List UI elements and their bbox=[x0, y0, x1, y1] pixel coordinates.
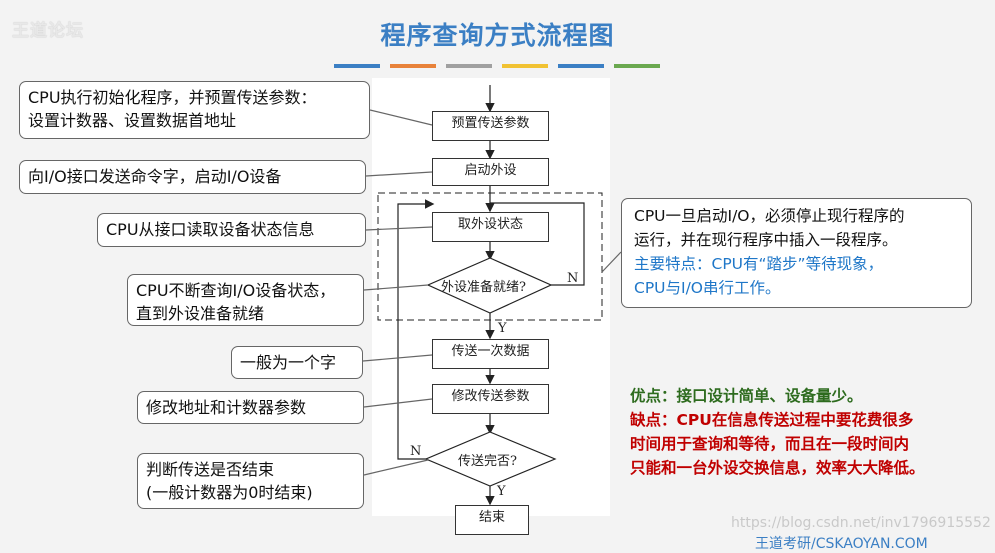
watermark: https://blog.csdn.net/inv1796915552 bbox=[731, 515, 991, 531]
cons-line1: 缺点：CPU在信息传送过程中要花费很多 bbox=[630, 408, 925, 432]
pros-text: 优点：接口设计简单、设备量少。 bbox=[630, 387, 863, 405]
decision-done-label: 传送完否? bbox=[458, 454, 517, 469]
label-n2: N bbox=[410, 444, 422, 459]
box-preset: 预置传送参数 bbox=[432, 111, 549, 141]
callout-init-line2: 设置计数器、设置数据首地址 bbox=[28, 111, 237, 130]
callout-done-line1: 判断传送是否结束 bbox=[146, 460, 275, 479]
cons-label: 缺点： bbox=[630, 411, 677, 429]
box-start-label: 启动外设 bbox=[464, 163, 517, 178]
callout-read-status: CPU从接口读取设备状态信息 bbox=[97, 213, 366, 247]
box-modify-label: 修改传送参数 bbox=[451, 389, 530, 404]
polling-group bbox=[377, 192, 603, 321]
callout-init: CPU执行初始化程序，并预置传送参数： 设置计数器、设置数据首地址 bbox=[19, 81, 370, 139]
connector bbox=[365, 226, 433, 231]
box-preset-label: 预置传送参数 bbox=[451, 116, 530, 131]
color-bar bbox=[446, 64, 492, 68]
callout-init-line1: CPU执行初始化程序，并预置传送参数： bbox=[28, 88, 317, 107]
callout-right-line4: CPU与I/O串行工作。 bbox=[634, 279, 781, 297]
box-modify: 修改传送参数 bbox=[432, 384, 549, 414]
color-bar bbox=[390, 64, 436, 68]
cons-block: 缺点：CPU在信息传送过程中要花费很多 时间用于查询和等待，而且在一段时间内 只… bbox=[630, 408, 925, 480]
decision-ready-label: 外设准备就绪? bbox=[441, 280, 526, 295]
callout-done: 判断传送是否结束 (一般计数器为0时结束) bbox=[137, 453, 364, 509]
box-read-label: 取外设状态 bbox=[457, 217, 523, 232]
cons-line2: 时间用于查询和等待，而且在一段时间内 bbox=[630, 435, 910, 453]
callout-word: 一般为一个字 bbox=[231, 346, 363, 379]
box-end: 结束 bbox=[455, 505, 529, 535]
loop-line-n1 bbox=[490, 202, 585, 286]
color-bar bbox=[558, 64, 604, 68]
callout-right-line1: CPU一旦启动I/O，必须停止现行程序的 bbox=[634, 207, 905, 225]
cons-line3: 只能和一台外设交换信息，效率大大降低。 bbox=[630, 459, 925, 477]
box-transfer-label: 传送一次数据 bbox=[451, 344, 530, 359]
connector bbox=[363, 284, 429, 291]
callout-start-io-text: 向I/O接口发送命令字，启动I/O设备 bbox=[28, 167, 282, 186]
connector bbox=[365, 171, 433, 177]
box-transfer: 传送一次数据 bbox=[432, 339, 549, 369]
callout-modify: 修改地址和计数器参数 bbox=[137, 391, 364, 424]
callout-polling-line2: 直到外设准备就绪 bbox=[136, 304, 265, 323]
callout-right-line2: 运行，并在现行程序中插入一段程序。 bbox=[634, 231, 898, 249]
callout-modify-text: 修改地址和计数器参数 bbox=[146, 398, 307, 417]
callout-word-text: 一般为一个字 bbox=[240, 353, 337, 372]
connector bbox=[363, 459, 429, 476]
callout-right-line3: 主要特点：CPU有“踏步”等待现象， bbox=[634, 255, 884, 273]
label-y1: Y bbox=[498, 321, 507, 336]
page-title: 程序查询方式流程图 bbox=[380, 21, 615, 50]
decision-done bbox=[424, 431, 557, 487]
loop-line-n2 bbox=[397, 199, 435, 460]
callout-read-status-text: CPU从接口读取设备状态信息 bbox=[106, 220, 315, 239]
box-end-label: 结束 bbox=[478, 510, 505, 525]
connector bbox=[363, 398, 433, 408]
label-y2: Y bbox=[497, 484, 506, 499]
connector bbox=[362, 354, 433, 362]
box-start: 启动外设 bbox=[432, 158, 549, 186]
box-read: 取外设状态 bbox=[432, 212, 549, 242]
color-bar bbox=[334, 64, 380, 68]
callout-start-io: 向I/O接口发送命令字，启动I/O设备 bbox=[19, 160, 366, 194]
callout-right: CPU一旦启动I/O，必须停止现行程序的 运行，并在现行程序中插入一段程序。 主… bbox=[621, 198, 972, 308]
cons-text1: CPU在信息传送过程中要花费很多 bbox=[676, 411, 914, 429]
connector bbox=[369, 109, 433, 126]
color-bar bbox=[502, 64, 548, 68]
decision-ready bbox=[426, 257, 553, 314]
color-bar bbox=[614, 64, 660, 68]
callout-polling: CPU不断查询I/O设备状态， 直到外设准备就绪 bbox=[127, 274, 364, 326]
connector bbox=[601, 251, 622, 273]
callout-done-line2: (一般计数器为0时结束) bbox=[146, 483, 313, 502]
title-color-bars bbox=[334, 64, 660, 68]
watermark-2: 王道考研/CSKAOYAN.COM bbox=[755, 536, 928, 552]
logo: 王道论坛 bbox=[12, 21, 84, 41]
label-n1: N bbox=[567, 271, 579, 286]
callout-polling-line1: CPU不断查询I/O设备状态， bbox=[136, 281, 336, 300]
